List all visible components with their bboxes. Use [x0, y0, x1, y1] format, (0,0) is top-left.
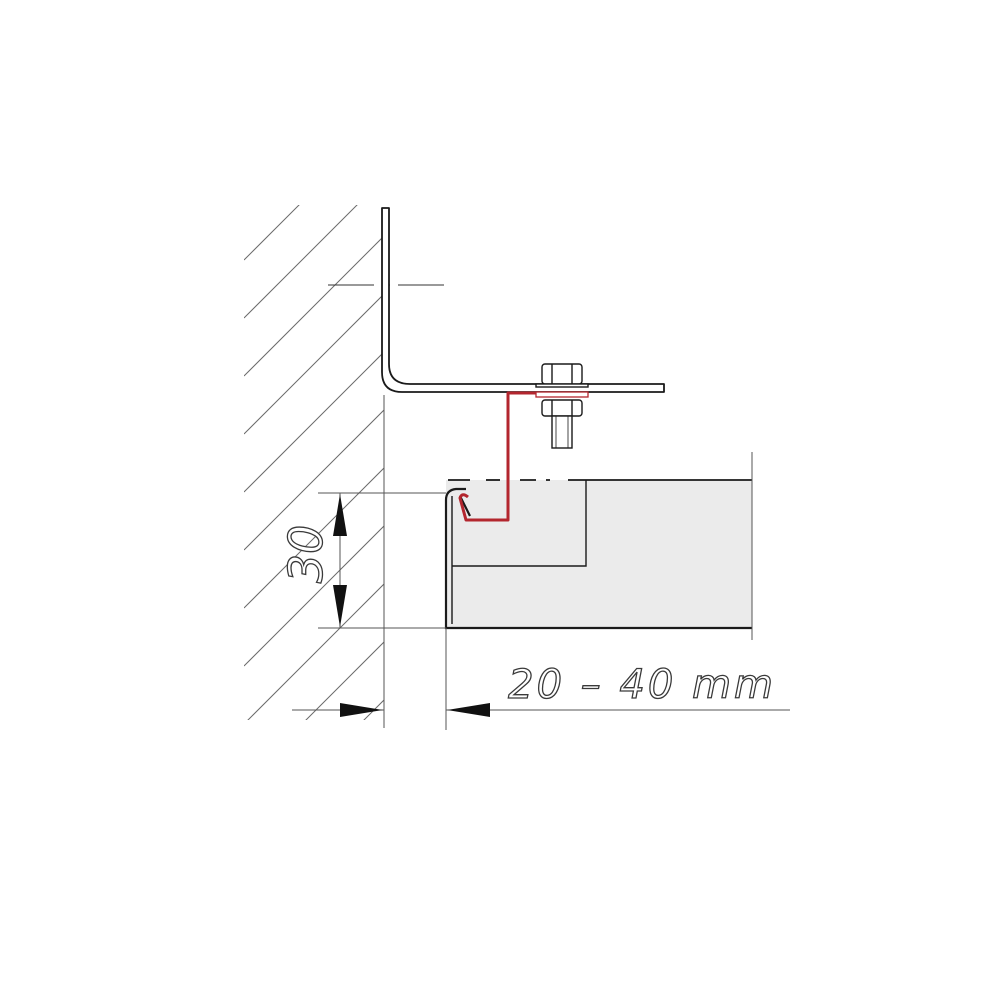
clip-washer-plate — [535, 391, 589, 398]
washer-top — [535, 383, 589, 388]
vertical-dimension — [318, 492, 446, 629]
ceiling-panel — [444, 479, 752, 630]
nut-bottom — [541, 399, 583, 417]
wall-hatching — [244, 205, 384, 720]
nut-top — [541, 363, 583, 385]
vertical-dimension-label: 30 — [279, 525, 333, 584]
horizontal-dimension — [292, 628, 790, 730]
red-hanger-clip — [458, 391, 588, 522]
horizontal-dimension-label: 20 – 40 mm — [508, 662, 776, 708]
bolt-shank — [551, 415, 573, 449]
bolt-assembly — [535, 363, 589, 449]
angle-bracket — [381, 207, 665, 393]
